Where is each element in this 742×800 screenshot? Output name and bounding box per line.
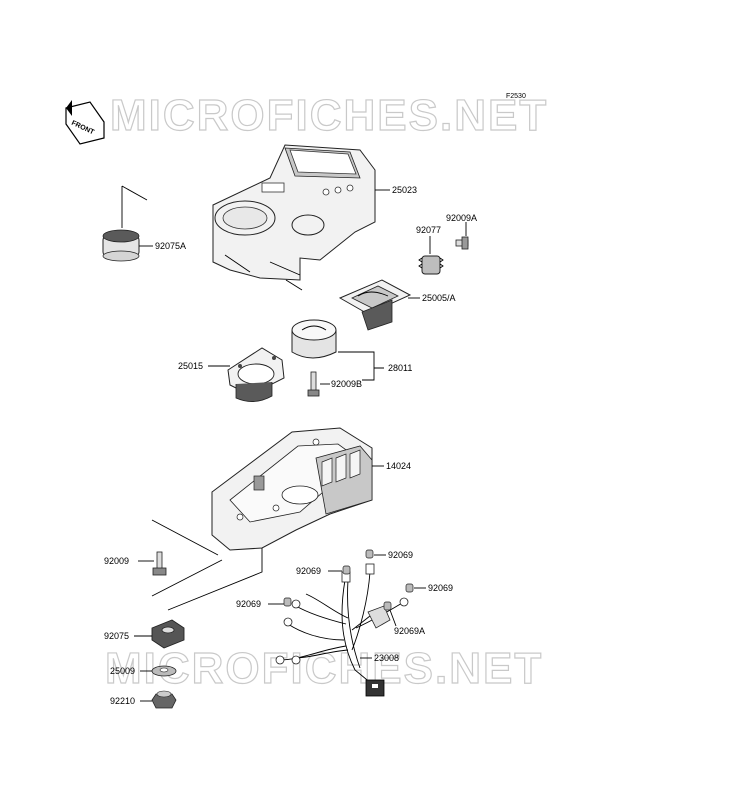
- grommet-92075A-part: [102, 229, 140, 262]
- washer-25009-part: [151, 665, 177, 677]
- label-23008: 23008: [374, 653, 399, 663]
- gauge-28011-part: [291, 319, 337, 359]
- label-92210: 92210: [110, 696, 135, 706]
- label-25009: 25009: [110, 666, 135, 676]
- gauge-25015-part: [227, 347, 285, 402]
- label-92069-b: 92069: [296, 566, 321, 576]
- label-92069-a: 92069: [388, 550, 413, 560]
- meter-housing-part: [212, 144, 376, 281]
- label-92009A: 92009A: [446, 213, 477, 223]
- watermark-top: MICROFICHES.NET: [110, 91, 548, 140]
- label-92009: 92009: [104, 556, 129, 566]
- lower-case-14024-part: [211, 427, 373, 551]
- figure-code: F2530: [506, 93, 526, 100]
- guide-92075A: [121, 185, 148, 228]
- guide-case: [151, 519, 263, 611]
- front-arrow-icon: FRONT: [65, 100, 105, 145]
- bracket-28011: [338, 351, 384, 381]
- grommet-92075-part: [151, 619, 185, 649]
- wiring-harness-23008-part: [275, 563, 409, 697]
- nut-92210-part: [151, 690, 177, 709]
- label-25023: 25023: [392, 185, 417, 195]
- module-25005A-part: [338, 279, 412, 331]
- leader-92069A: [389, 609, 397, 627]
- label-92077: 92077: [416, 225, 441, 235]
- label-92075A: 92075A: [155, 241, 186, 251]
- label-25005A: 25005/A: [422, 293, 456, 303]
- label-92069-c: 92069: [428, 583, 453, 593]
- label-92009B: 92009B: [331, 379, 362, 389]
- label-25015: 25015: [178, 361, 203, 371]
- label-14024: 14024: [386, 461, 411, 471]
- watermark-bottom: MICROFICHES.NET: [105, 644, 543, 693]
- label-92069-d: 92069: [236, 599, 261, 609]
- guide-housing: [285, 279, 303, 291]
- screw-92009A-part: [455, 236, 469, 250]
- label-92075: 92075: [104, 631, 129, 641]
- label-28011: 28011: [388, 363, 412, 373]
- bulb-92069-part: [283, 549, 414, 611]
- label-92069A: 92069A: [394, 626, 425, 636]
- screw-92009-part: [152, 551, 167, 576]
- screw-92009B-part: [307, 371, 320, 397]
- gear-92077-part: [418, 255, 444, 275]
